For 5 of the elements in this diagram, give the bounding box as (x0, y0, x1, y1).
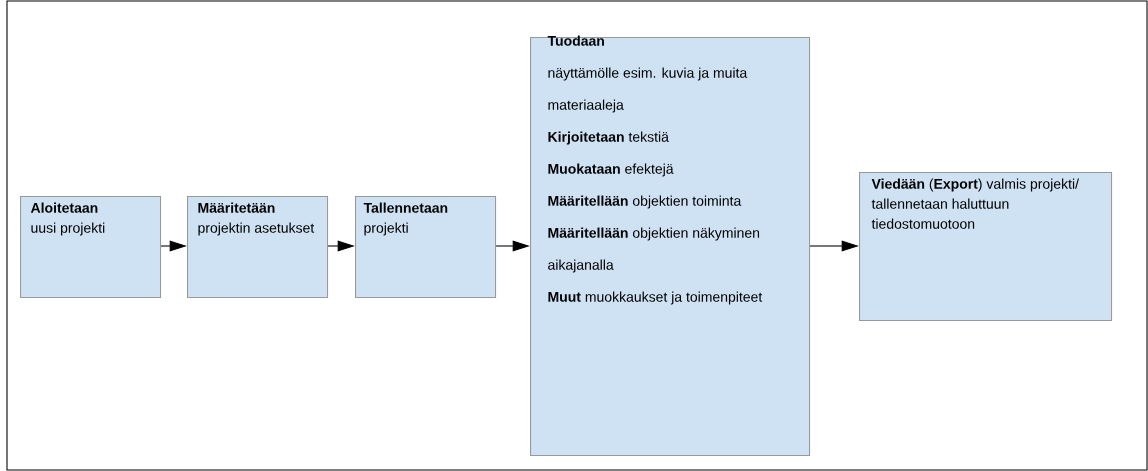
process-box: Aloitetaan uusi projekti (20, 196, 162, 299)
process-box: Tuodaan näyttämölle esim. kuvia ja muita materiaaleja Kirjoitetaan tekstiä Muokataan efektejä Määritellään objektien toiminta Määritellään objektien näkyminen aikajanalla Muut muokkaukset ja toimenpiteet (530, 35, 811, 457)
process-box: Viedään (Export) valmis projekti/ tallennetaan haluttuun tiedostomuotoon (859, 172, 1113, 322)
process-box: Tallennetaan projekti (355, 196, 497, 299)
process-box: Määritetään projektin asetukset (187, 196, 329, 299)
